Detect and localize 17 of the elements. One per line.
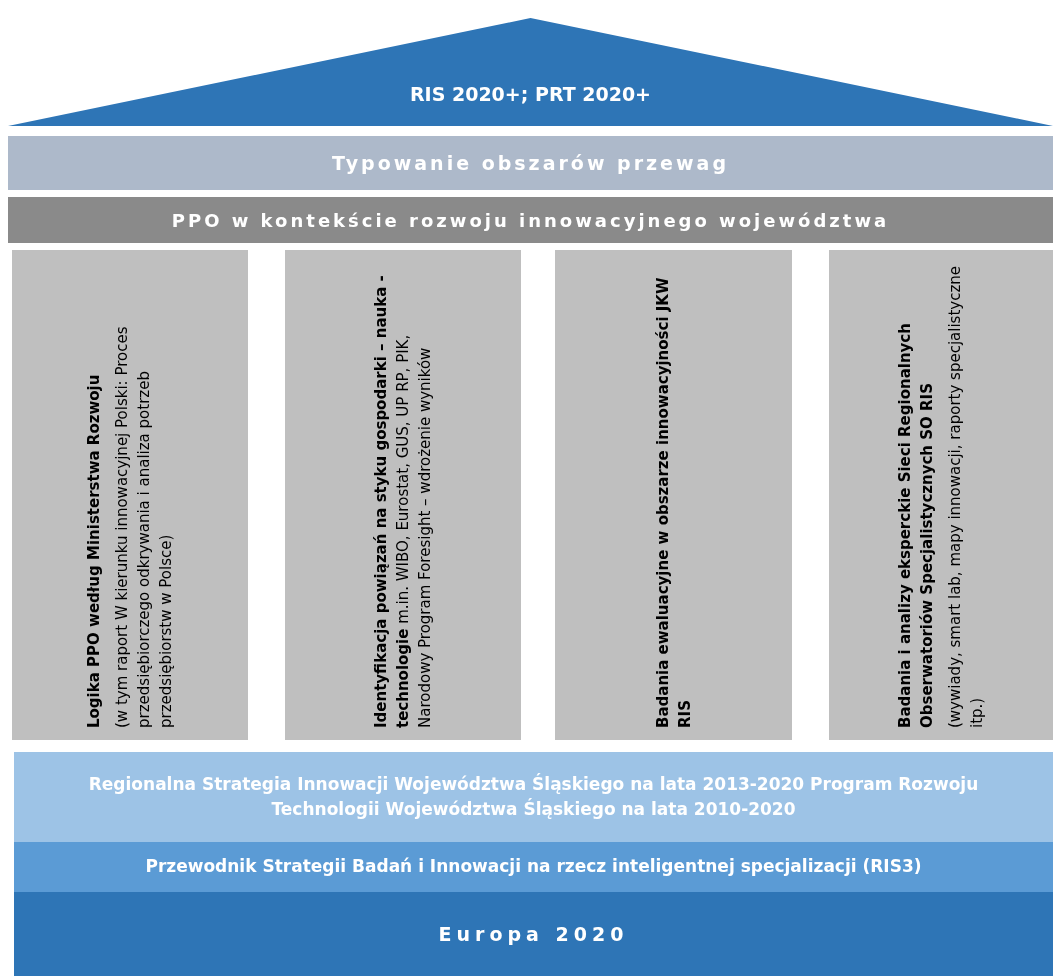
pillar-heading: Logika PPO według Ministerstwa Rozwoju [84, 373, 104, 728]
pillar-heading: Badania i analizy eksperckie Sieci Regionalnych Obserwatoriów Specjalistycznych SO RIS [895, 322, 937, 728]
band-heading: Przewodnik Strategii Badań i Innowacji na rzecz inteligentnej specjalizacji (RIS3) [14, 842, 1053, 892]
roof-title: RIS 2020+; PRT 2020+ [409, 83, 652, 105]
pillar-background [12, 250, 248, 740]
pillar-background [285, 250, 521, 740]
pillar-note: (w tym raport W kierunku innowacyjnej Polski: Proces przedsiębiorczego odkrywania i analiza potrzeb przedsiębiorstw w Polsce) [112, 325, 176, 728]
pillar-note: (wywiady, smart lab, mapy innowacji, raporty specjalistyczne itp.) [945, 265, 987, 728]
pillar-background [829, 250, 1053, 740]
roof-shape [8, 18, 1053, 126]
band-heading: Typowanie obszarów przewag [8, 136, 1053, 190]
pillar-background [555, 250, 792, 740]
band-heading: Europa 2020 [14, 892, 1053, 976]
band-heading: Regionalna Strategia Innowacji Województwa Śląskiego na lata 2013-2020 Program Rozwoju Technologii Województwa Śląskiego na lata 2010-2020 [14, 752, 1053, 842]
band-heading: PPO w kontekście rozwoju innowacyjnego województwa [8, 197, 1053, 243]
pillar-heading: Identyfikacja powiązań na styku gospodarki – nauka - technologie m.in. WIBO, Eurostat, GUS, UP RP, PIK, Narodowy Program Foresight – wdrożenie wyników [371, 274, 435, 728]
pillar-heading: Badania ewaluacyjne w obszarze innowacyjności JKW RIS [652, 276, 695, 728]
